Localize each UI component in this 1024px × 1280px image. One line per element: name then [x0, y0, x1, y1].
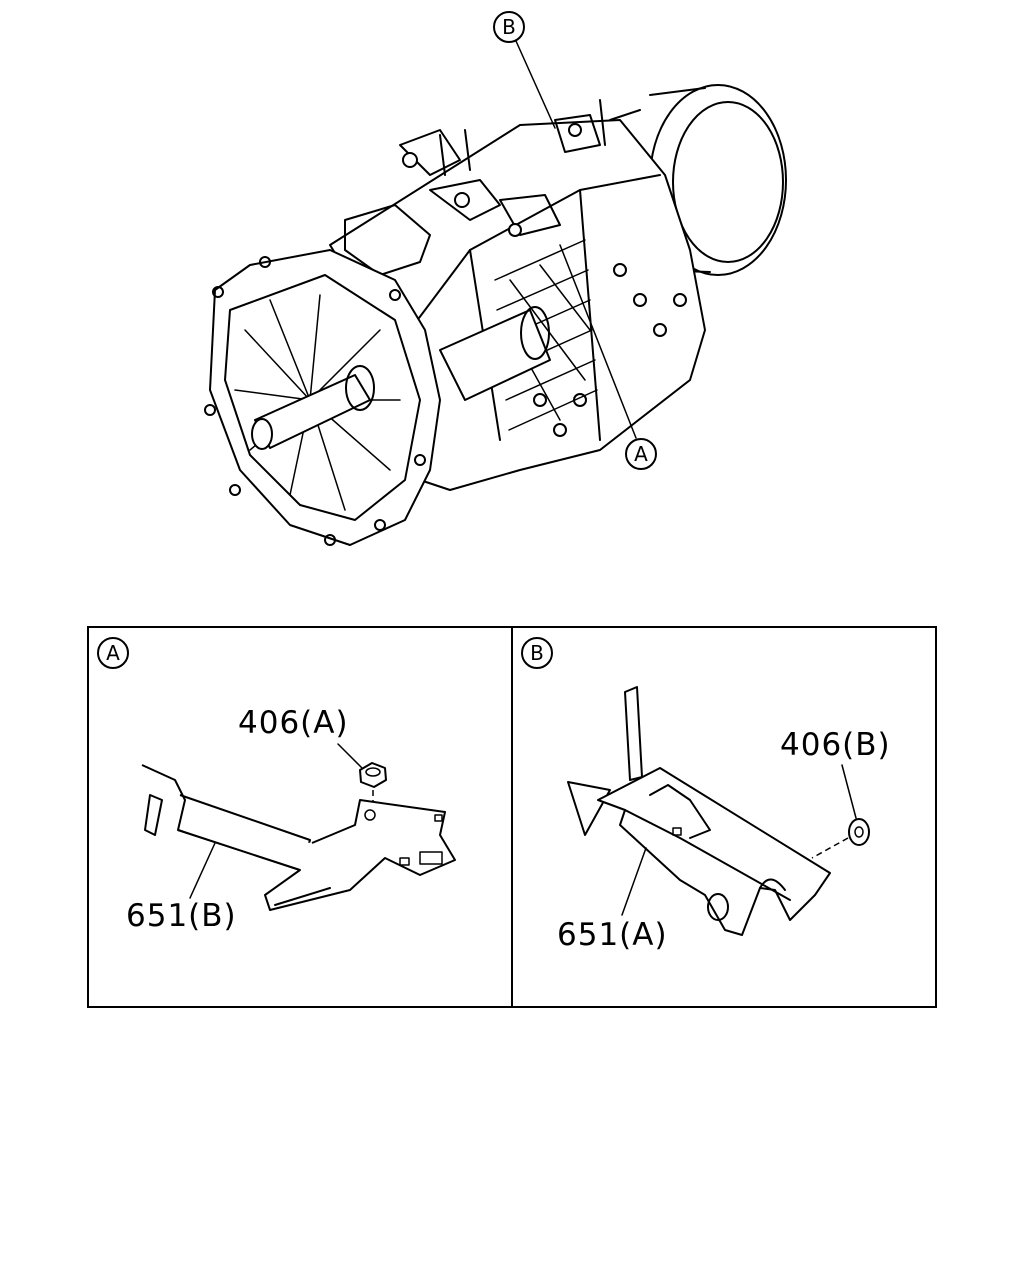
transmission-assembly-illustration — [204, 84, 787, 546]
detail-a-tag-circle — [97, 637, 129, 669]
detail-a-tag: A — [106, 641, 120, 665]
callout-a-letter: A — [634, 442, 648, 466]
part-label-651a: 651(A) — [557, 917, 668, 953]
callout-a-marker: A — [625, 438, 657, 470]
detail-b-tag-circle — [521, 637, 553, 669]
detail-b-tag: B — [530, 641, 544, 665]
bracket-651a — [567, 686, 831, 936]
callout-b-letter: B — [502, 15, 516, 39]
detail-b-panel: B 406(B) 651(A) — [521, 637, 891, 953]
leader-651b — [189, 842, 216, 899]
part-label-406a: 406(A) — [238, 705, 349, 741]
bracket-651b — [141, 764, 456, 911]
leader-651a — [621, 847, 647, 916]
detail-a-panel: A 406(A) 651(B) — [97, 637, 456, 934]
callout-b-marker: B — [493, 11, 525, 43]
callout-b-leader — [515, 40, 556, 129]
part-label-406b: 406(B) — [780, 727, 891, 763]
part-label-651b: 651(B) — [126, 898, 237, 934]
leader-406a — [337, 743, 363, 769]
callout-a-leader — [559, 244, 637, 439]
nut-406a — [359, 762, 387, 815]
washer-406b — [811, 818, 870, 859]
leader-406b — [841, 764, 857, 819]
